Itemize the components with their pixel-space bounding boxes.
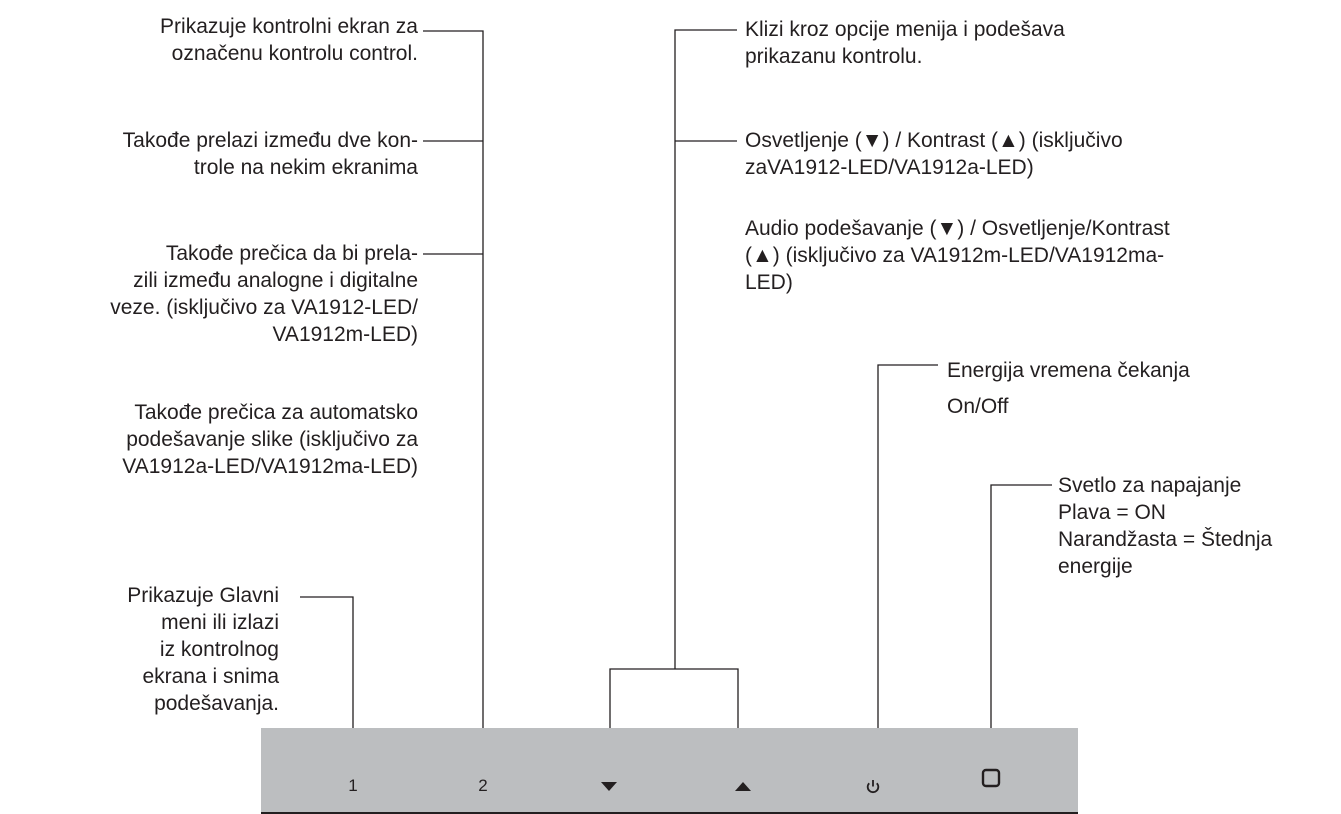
annotation-power-standby: Energija vremena čekanja On/Off bbox=[947, 359, 1190, 418]
annotation-main-menu: Prikazuje Glavni meni ili izlazi iz kont… bbox=[127, 584, 279, 715]
triangle-down-icon bbox=[601, 782, 617, 791]
leader-line-power bbox=[877, 364, 938, 728]
power-icon bbox=[866, 780, 880, 794]
annotation-scroll-options: Klizi kroz opcije menija i podešava prik… bbox=[745, 18, 1065, 68]
power-button[interactable] bbox=[853, 774, 893, 798]
power-light bbox=[971, 766, 1011, 790]
button-1-label: 1 bbox=[348, 776, 358, 795]
leader-line-power-light bbox=[990, 484, 1052, 728]
button-1[interactable]: 1 bbox=[333, 774, 373, 798]
monitor-control-panel: 1 2 bbox=[261, 728, 1078, 814]
annotation-menu-display: Prikazuje kontrolni ekran za označenu ko… bbox=[160, 15, 418, 65]
leader-line-button-1 bbox=[300, 596, 354, 728]
leader-line-arrows bbox=[674, 29, 737, 669]
power-light-square-icon bbox=[981, 768, 1001, 788]
down-arrow-button[interactable] bbox=[589, 774, 629, 798]
annotation-audio-brightness: Audio podešavanje (▼) / Osvetljenje/Kont… bbox=[745, 217, 1170, 294]
button-2[interactable]: 2 bbox=[463, 774, 503, 798]
annotation-toggle-controls: Takođe prelazi između dve kon- trole na … bbox=[122, 129, 418, 179]
arrows-bracket bbox=[609, 668, 739, 728]
annotation-brightness-contrast: Osvetljenje (▼) / Kontrast (▲) (isključi… bbox=[745, 129, 1123, 179]
up-arrow-button[interactable] bbox=[723, 774, 763, 798]
annotation-input-shortcut: Takođe prečica da bi prela- zili između … bbox=[110, 242, 418, 346]
button-2-label: 2 bbox=[478, 776, 488, 795]
annotation-auto-adjust: Takođe prečica za automatsko podešavanje… bbox=[122, 401, 418, 478]
annotation-power-light: Svetlo za napajanje Plava = ON Narandžas… bbox=[1058, 474, 1273, 578]
leader-line-button-2 bbox=[423, 30, 484, 728]
triangle-up-icon bbox=[735, 782, 751, 791]
